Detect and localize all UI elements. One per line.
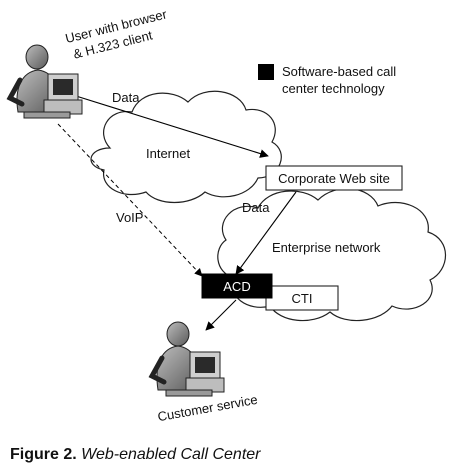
acd-box <box>201 273 273 299</box>
legend-label-line2: center technology <box>282 81 385 96</box>
edge-label-user-to-web-data: Data <box>112 90 140 105</box>
corporate-web-site-box <box>265 165 403 191</box>
user-at-computer-icon <box>6 44 83 119</box>
edge-web-site-to-acd <box>235 191 297 275</box>
figure-caption: Figure 2. Web-enabled Call Center <box>10 446 261 464</box>
legend-swatch <box>258 64 274 80</box>
cti-label: CTI <box>292 291 313 306</box>
legend-label-line1: Software-based call <box>282 64 396 79</box>
edge-acd-to-customer-service <box>205 299 237 331</box>
customer-service-agent-icon <box>148 321 225 397</box>
cti-box <box>265 285 339 311</box>
edge-label-voip: VoIP <box>116 210 143 225</box>
figure-number: Figure 2. <box>10 446 77 463</box>
acd-label: ACD <box>223 279 250 294</box>
corporate-web-site-label: Corporate Web site <box>278 171 390 186</box>
customer-service-label: Customer service <box>156 392 258 424</box>
edge-user-to-web-site <box>75 95 269 158</box>
edge-label-web-to-acd-data: Data <box>242 200 270 215</box>
figure-title: Web-enabled Call Center <box>81 446 261 463</box>
internet-cloud-icon <box>90 90 282 203</box>
internet-label: Internet <box>146 146 190 161</box>
enterprise-network-label: Enterprise network <box>272 240 381 255</box>
